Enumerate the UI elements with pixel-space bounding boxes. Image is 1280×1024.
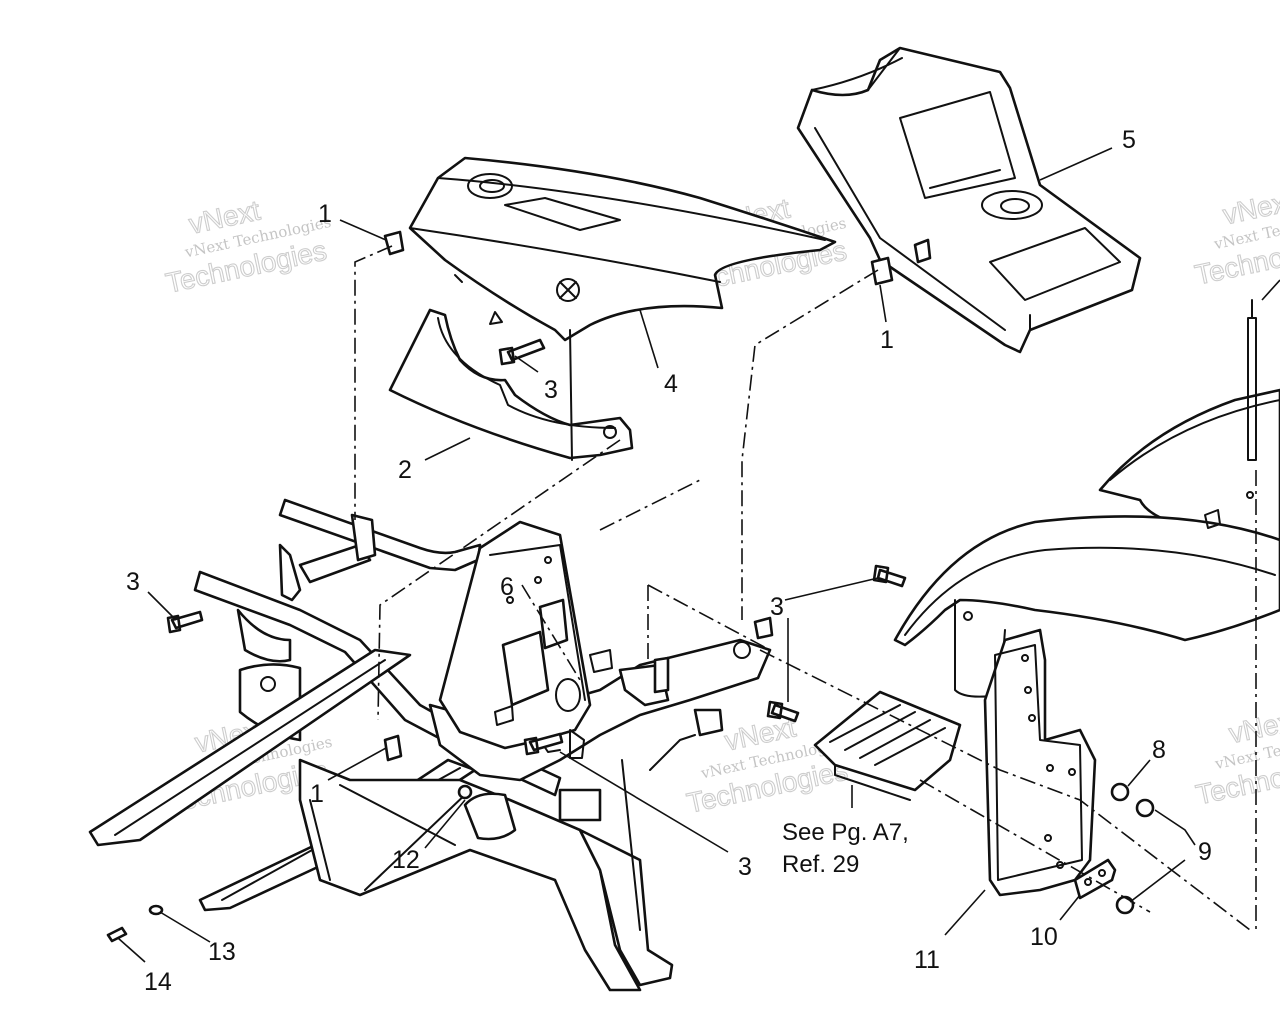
callout-8: 8: [1152, 736, 1166, 764]
callout-1-lower: 1: [310, 780, 324, 808]
callout-9: 9: [1198, 838, 1212, 866]
callout-6: 6: [500, 573, 514, 601]
clip-1a: [383, 230, 405, 256]
clip-1c: [383, 734, 403, 762]
watermark-group-6: vNext vNext Technologies Technologies: [1193, 704, 1280, 812]
bolt-3e: [523, 732, 564, 756]
rod-right: [1247, 299, 1257, 461]
part-2-lower-shield: [388, 308, 634, 461]
callout-14: 14: [144, 968, 172, 996]
hardware: [106, 230, 1257, 943]
callout-1-top-right: 1: [880, 326, 894, 354]
nut-9b: [1115, 895, 1135, 915]
reference-note: See Pg. A7, Ref. 29: [782, 819, 909, 878]
callout-5: 5: [1122, 126, 1136, 154]
callout-10: 10: [1030, 923, 1058, 951]
screw-14: [106, 926, 128, 943]
watermark-group-1: vNext vNext Technologies Technologies: [162, 194, 332, 299]
note-line-2: Ref. 29: [782, 851, 859, 878]
note-line-1: See Pg. A7,: [782, 819, 909, 846]
bolt-3c: [872, 564, 907, 588]
watermark-group-3: vNext vNext Technologies Technologies: [1192, 185, 1280, 292]
callout-1-top-left: 1: [318, 200, 332, 228]
bolt-3d: [766, 700, 800, 723]
callout-11: 11: [914, 946, 940, 974]
clip-1b: [870, 256, 894, 286]
footrest-bracket: [813, 690, 962, 801]
bolt-3a: [498, 338, 546, 366]
callout-3-hood: 3: [544, 376, 558, 404]
callout-labels: 1 1 1 2 3 3 3 3 4 5 6 8 9 10 11 12 13 14: [126, 126, 1212, 996]
callout-3-lower: 3: [738, 853, 752, 881]
callout-4: 4: [664, 370, 678, 398]
main-frame: [88, 498, 772, 992]
callout-13: 13: [208, 938, 236, 966]
callout-12: 12: [392, 846, 420, 874]
part-4-front-hood: [408, 156, 837, 342]
nut-8: [1110, 782, 1130, 802]
part-11-rear-fender: [893, 388, 1280, 897]
leader-lines: [117, 147, 1280, 963]
nut-9a: [1135, 798, 1155, 818]
callout-3-left: 3: [126, 568, 140, 596]
washer-13: [148, 904, 164, 916]
fastener-12: [457, 784, 473, 800]
assembly-lines: [354, 245, 1257, 931]
part-5-rear-console: [796, 46, 1142, 354]
clip-1d: [913, 238, 932, 264]
bolt-3b: [166, 610, 204, 634]
callout-3-center: 3: [770, 593, 784, 621]
bracket-top: [753, 616, 774, 640]
callout-2: 2: [398, 456, 412, 484]
